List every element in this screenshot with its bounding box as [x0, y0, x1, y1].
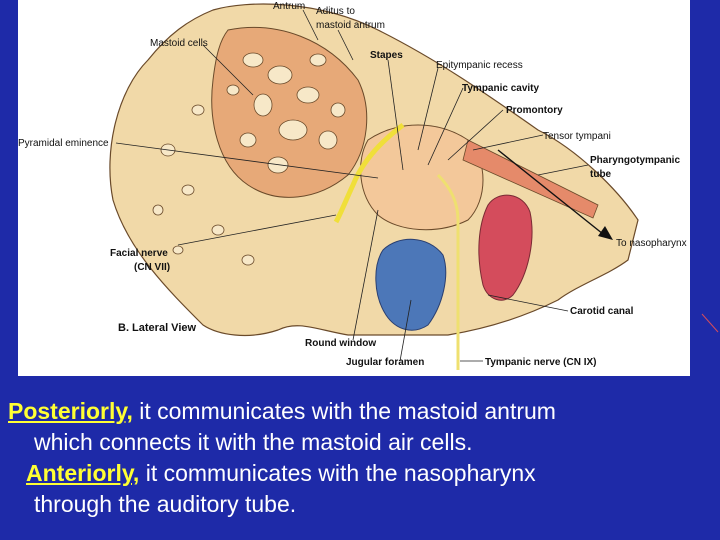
- line-2: which connects it with the mastoid air c…: [34, 429, 473, 455]
- label-aditus-line1: Aditus to: [316, 6, 355, 17]
- jugular-foramen-shape: [375, 238, 447, 331]
- label-tympanic-nerve: Tympanic nerve (CN IX): [485, 357, 597, 368]
- line-3-text: it communicates with the nasopharynx: [139, 460, 536, 486]
- keyword-anteriorly: Anteriorly,: [26, 460, 140, 486]
- label-epitympanic-recess: Epitympanic recess: [436, 60, 523, 71]
- line-1: Posteriorly, it communicates with the ma…: [8, 396, 708, 427]
- tympanic-nerve: [436, 173, 460, 370]
- line-1-text: it communicates with the mastoid antrum: [132, 398, 556, 424]
- paragraph-anteriorly: Anteriorly, it communicates with the nas…: [8, 458, 708, 520]
- corner-line-decoration: [701, 313, 719, 333]
- line-3: Anteriorly, it communicates with the nas…: [8, 458, 708, 489]
- leader-lines: [115, 9, 589, 362]
- paragraph-posteriorly: Posteriorly, it communicates with the ma…: [8, 396, 708, 458]
- label-antrum: Antrum: [273, 1, 305, 12]
- label-tympanic-cavity: Tympanic cavity: [462, 83, 540, 94]
- label-pyramidal-eminence: Pyramidal eminence: [18, 138, 109, 149]
- ear-illustration: Antrum Aditus to mastoid antrum Mastoid …: [18, 1, 687, 370]
- label-aditus-line2: mastoid antrum: [316, 20, 385, 31]
- facial-nerve: [333, 123, 405, 224]
- label-to-nasopharynx: To nasopharynx: [616, 238, 687, 249]
- pharyngotympanic-tube: [462, 139, 599, 219]
- mastoid-region: [211, 26, 368, 198]
- label-facial-nerve-line1: Facial nerve: [110, 248, 168, 259]
- panel-label: B. Lateral View: [118, 322, 196, 334]
- nasopharynx-arrow: [497, 149, 613, 240]
- ear-anatomy-figure: Antrum Aditus to mastoid antrum Mastoid …: [18, 0, 690, 376]
- label-jugular-foramen: Jugular foramen: [346, 357, 424, 368]
- label-pharyngotympanic-line1: Pharyngotympanic: [590, 155, 680, 166]
- tympanic-cavity: [360, 124, 484, 231]
- label-tensor-tympani: Tensor tympani: [543, 131, 611, 142]
- label-mastoid-cells: Mastoid cells: [150, 38, 208, 49]
- label-pharyngotympanic-line2: tube: [590, 169, 612, 180]
- line-4: through the auditory tube.: [34, 491, 297, 517]
- body-text: Posteriorly, it communicates with the ma…: [8, 396, 708, 520]
- label-promontory: Promontory: [506, 105, 563, 116]
- label-stapes: Stapes: [370, 50, 403, 61]
- label-facial-nerve-line2: (CN VII): [134, 262, 170, 273]
- label-round-window: Round window: [305, 338, 376, 349]
- keyword-posteriorly: Posteriorly,: [8, 398, 133, 424]
- carotid-canal-shape: [478, 194, 533, 301]
- label-carotid-canal: Carotid canal: [570, 306, 634, 317]
